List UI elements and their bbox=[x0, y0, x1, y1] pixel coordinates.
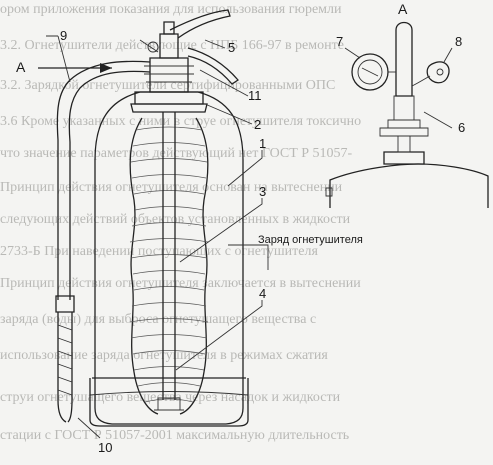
view-arrow: А bbox=[16, 59, 112, 75]
callout-2: 2 bbox=[254, 117, 261, 132]
background-text-line: стации с ГОСТ Р 51057-2001 максимальную … bbox=[0, 428, 350, 443]
siphon-tube bbox=[154, 112, 184, 411]
callout-4: 4 bbox=[259, 286, 266, 301]
background-text-line: использование заряда огнетушителя в режи… bbox=[0, 348, 328, 363]
callout-3: 3 bbox=[259, 184, 266, 199]
background-text-line: 3.2. Огнетушители действующие с НПБ 166-… bbox=[0, 38, 344, 53]
background-text-line: 3.2. Зарядкой огнетушители сертифицирова… bbox=[0, 78, 336, 93]
background-text-line: Принцип действия огнетушителя заключаетс… bbox=[0, 276, 361, 291]
background-text-line: заряда (воды) для выброса огнетушащего в… bbox=[0, 312, 317, 327]
extinguisher-body bbox=[89, 91, 249, 427]
view-label: А bbox=[398, 1, 408, 17]
hose bbox=[55, 60, 151, 423]
detail-view-a: А bbox=[325, 1, 489, 208]
charge-label: Заряд огнетушителя bbox=[258, 234, 363, 246]
valve-head bbox=[139, 9, 239, 93]
callout-10: 10 bbox=[98, 440, 112, 455]
callout-9: 9 bbox=[60, 28, 67, 43]
callout-6: 6 bbox=[458, 120, 465, 135]
callout-7: 7 bbox=[336, 34, 343, 49]
callout-8: 8 bbox=[455, 34, 462, 49]
callout-labels: 1 2 3 4 5 6 7 8 9 10 11 bbox=[60, 28, 465, 455]
background-text-line: струи огнетушащего вещества через насадо… bbox=[0, 390, 341, 405]
background-text-line: Принцип действия огнетушителя основан на… bbox=[0, 180, 343, 195]
view-arrow-label: А bbox=[16, 59, 26, 75]
callout-1: 1 bbox=[259, 136, 266, 151]
charge-bladder bbox=[129, 117, 209, 415]
background-text-line: что значение параметров действующий нет … bbox=[0, 146, 353, 161]
callout-11: 11 bbox=[248, 88, 262, 103]
background-text-line: 2733-Б При наведении поступающих с огнет… bbox=[0, 244, 318, 259]
background-text-line: ором приложения показания для использова… bbox=[0, 2, 342, 17]
background-text-line: 3.6 Кроме указанных с ними в струе огнет… bbox=[0, 114, 362, 129]
callout-leaders bbox=[46, 35, 453, 439]
callout-5: 5 bbox=[228, 40, 235, 55]
